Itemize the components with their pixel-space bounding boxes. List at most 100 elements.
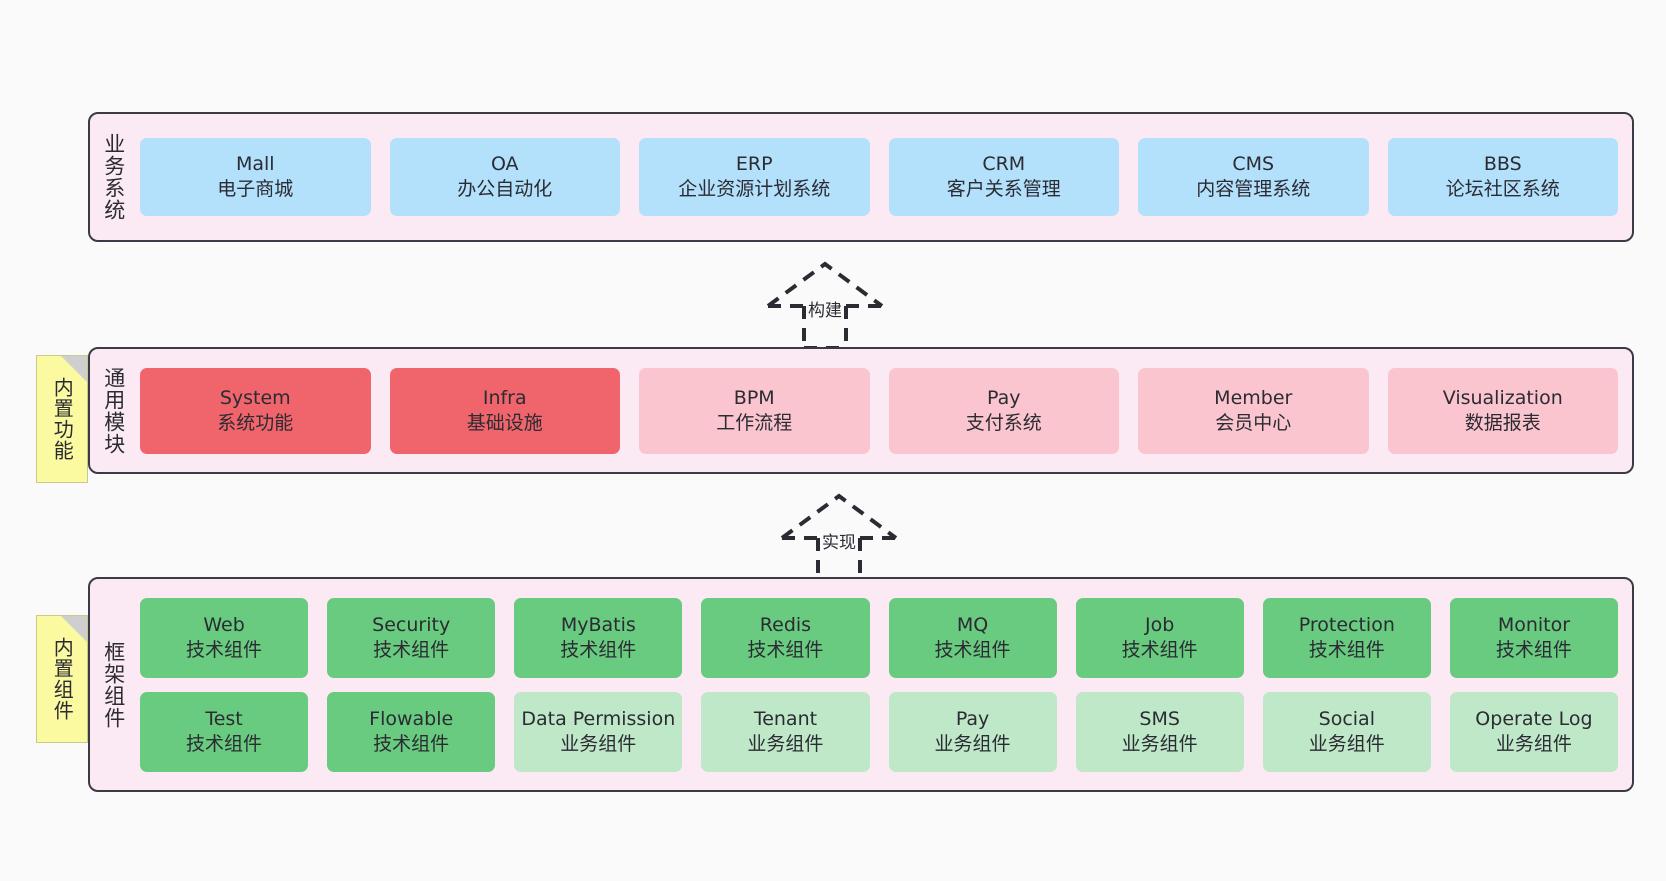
box-name: Pay — [987, 386, 1021, 409]
box-desc: 技术组件 — [373, 732, 450, 755]
box-name: Mall — [235, 153, 275, 176]
box-bbs[interactable]: BBS 论坛社区系统 — [1387, 138, 1618, 216]
connector-build: 构建 — [752, 258, 912, 350]
note-label: 内置功能 — [50, 377, 75, 461]
layer-row: Web 技术组件 Security 技术组件 MyBatis 技术组件 Redi… — [140, 597, 1618, 678]
layer-panel-common-module: 通用模块 System 系统功能 Infra 基础设施 BPM 工作流程 Pay… — [88, 347, 1634, 474]
layer-row: Test 技术组件 Flowable 技术组件 Data Permission … — [140, 691, 1618, 772]
box-name: Social — [1318, 707, 1375, 730]
box-social[interactable]: Social 业务组件 — [1262, 691, 1431, 772]
box-bpm[interactable]: BPM 工作流程 — [639, 367, 870, 454]
note-builtin-component: 内置组件 — [36, 615, 88, 743]
box-tenant[interactable]: Tenant 业务组件 — [701, 691, 870, 772]
box-sms[interactable]: SMS 业务组件 — [1075, 691, 1244, 772]
box-name: BBS — [1483, 153, 1522, 176]
box-flowable[interactable]: Flowable 技术组件 — [327, 691, 496, 772]
box-member[interactable]: Member 会员中心 — [1138, 367, 1369, 454]
box-desc: 业务组件 — [1308, 732, 1385, 755]
box-crm[interactable]: CRM 客户关系管理 — [888, 138, 1119, 216]
box-security[interactable]: Security 技术组件 — [327, 597, 496, 678]
box-name: Job — [1145, 613, 1175, 636]
box-infra[interactable]: Infra 基础设施 — [389, 367, 620, 454]
note-fold-icon — [61, 616, 87, 642]
box-name: Tenant — [753, 707, 818, 730]
box-desc: 技术组件 — [186, 732, 263, 755]
box-name: Member — [1214, 386, 1293, 409]
box-desc: 业务组件 — [934, 732, 1011, 755]
box-name: Flowable — [369, 707, 454, 730]
box-desc: 技术组件 — [186, 638, 263, 661]
box-web[interactable]: Web 技术组件 — [140, 597, 309, 678]
box-name: MyBatis — [560, 613, 636, 636]
box-monitor[interactable]: Monitor 技术组件 — [1449, 597, 1618, 678]
connector-implement-arrow — [780, 493, 898, 582]
connector-build-label: 构建 — [808, 301, 842, 321]
box-name: Security — [372, 613, 451, 636]
box-pay-component[interactable]: Pay 业务组件 — [888, 691, 1057, 772]
box-desc: 技术组件 — [373, 638, 450, 661]
box-name: MQ — [956, 613, 989, 636]
box-data-permission[interactable]: Data Permission 业务组件 — [514, 691, 683, 772]
box-operate-log[interactable]: Operate Log 业务组件 — [1449, 691, 1618, 772]
box-system[interactable]: System 系统功能 — [140, 367, 371, 454]
layer-title-common-module: 通用模块 — [101, 366, 126, 455]
box-desc: 技术组件 — [934, 638, 1011, 661]
box-desc: 办公自动化 — [457, 178, 553, 200]
connector-implement: 实现 — [766, 490, 926, 582]
layer-title-framework: 框架组件 — [101, 640, 126, 729]
box-desc: 业务组件 — [1495, 732, 1572, 755]
layer-panel-business: 业务系统 Mall 电子商城 OA 办公自动化 ERP 企业资源计划系统 CRM… — [88, 112, 1634, 242]
box-name: Pay — [955, 707, 990, 730]
box-desc: 业务组件 — [747, 732, 824, 755]
connector-implement-label: 实现 — [822, 533, 856, 553]
box-desc: 支付系统 — [965, 411, 1042, 434]
layer-row: System 系统功能 Infra 基础设施 BPM 工作流程 Pay 支付系统… — [140, 367, 1618, 454]
box-desc: 工作流程 — [716, 411, 793, 434]
box-oa[interactable]: OA 办公自动化 — [389, 138, 620, 216]
layer-body-framework: Web 技术组件 Security 技术组件 MyBatis 技术组件 Redi… — [136, 579, 1632, 790]
box-name: Monitor — [1497, 613, 1571, 636]
box-desc: 技术组件 — [747, 638, 824, 661]
box-desc: 电子商城 — [217, 178, 294, 200]
layer-panel-framework: 框架组件 Web 技术组件 Security 技术组件 MyBatis 技术组件… — [88, 577, 1634, 792]
box-desc: 业务组件 — [1121, 732, 1198, 755]
box-job[interactable]: Job 技术组件 — [1075, 597, 1244, 678]
box-mall[interactable]: Mall 电子商城 — [140, 138, 371, 216]
box-desc: 客户关系管理 — [946, 178, 1061, 200]
box-visualization[interactable]: Visualization 数据报表 — [1387, 367, 1618, 454]
box-mq[interactable]: MQ 技术组件 — [888, 597, 1057, 678]
box-name: Redis — [759, 613, 812, 636]
box-redis[interactable]: Redis 技术组件 — [701, 597, 870, 678]
box-cms[interactable]: CMS 内容管理系统 — [1138, 138, 1369, 216]
box-desc: 企业资源计划系统 — [678, 178, 831, 200]
box-name: BPM — [733, 386, 775, 409]
box-name: CMS — [1232, 153, 1275, 176]
box-desc: 会员中心 — [1215, 411, 1292, 434]
box-erp[interactable]: ERP 企业资源计划系统 — [639, 138, 870, 216]
layer-body-business: Mall 电子商城 OA 办公自动化 ERP 企业资源计划系统 CRM 客户关系… — [136, 114, 1632, 240]
note-builtin-function: 内置功能 — [36, 355, 88, 483]
box-name: CRM — [982, 153, 1026, 176]
box-desc: 业务组件 — [560, 732, 637, 755]
box-mybatis[interactable]: MyBatis 技术组件 — [514, 597, 683, 678]
box-name: Operate Log — [1475, 707, 1593, 730]
layer-body-common-module: System 系统功能 Infra 基础设施 BPM 工作流程 Pay 支付系统… — [136, 349, 1632, 472]
box-desc: 技术组件 — [1495, 638, 1572, 661]
box-desc: 基础设施 — [466, 411, 543, 434]
box-desc: 数据报表 — [1464, 411, 1541, 434]
box-desc: 技术组件 — [1308, 638, 1385, 661]
box-name: Infra — [482, 386, 527, 409]
box-pay[interactable]: Pay 支付系统 — [888, 367, 1119, 454]
box-desc: 技术组件 — [1121, 638, 1198, 661]
box-name: Data Permission — [521, 707, 676, 730]
box-desc: 论坛社区系统 — [1445, 178, 1560, 200]
box-protection[interactable]: Protection 技术组件 — [1262, 597, 1431, 678]
layer-title-business: 业务系统 — [101, 133, 126, 221]
box-name: Web — [203, 613, 245, 636]
box-test[interactable]: Test 技术组件 — [140, 691, 309, 772]
box-name: Test — [205, 707, 243, 730]
note-fold-icon — [61, 356, 87, 382]
box-name: Protection — [1298, 613, 1395, 636]
box-desc: 系统功能 — [217, 411, 294, 434]
